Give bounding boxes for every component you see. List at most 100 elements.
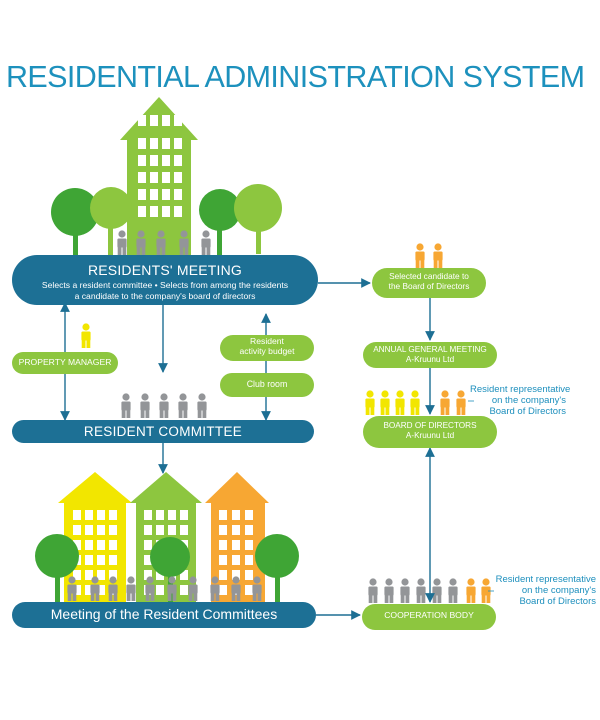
person-icon: [117, 230, 127, 255]
window: [85, 570, 93, 580]
window: [232, 525, 240, 535]
person-icon: [400, 578, 410, 603]
window: [219, 540, 227, 550]
window: [138, 155, 146, 166]
window: [85, 510, 93, 520]
board-of-directors-label-2: A-Kruunu Ltd: [405, 431, 455, 440]
person-icon: [365, 390, 375, 415]
property-manager-box: [12, 352, 118, 374]
resident-committee-box: [12, 420, 314, 443]
annual-general-meeting-box: [363, 342, 497, 368]
window: [144, 525, 152, 535]
window: [180, 510, 188, 520]
coop-note-line-2: on the company's: [521, 584, 596, 596]
coop-note-line-3: Board of Directors: [519, 595, 596, 607]
window: [162, 115, 170, 126]
resident-activity-budget-label-2: activity budget: [239, 346, 295, 356]
window: [168, 510, 176, 520]
window: [245, 510, 253, 520]
cooperation-body-box: [362, 604, 496, 630]
window: [138, 138, 146, 149]
annual-general-meeting-label-2: A-Kruunu Ltd: [405, 355, 455, 364]
window: [174, 206, 182, 217]
board-of-directors-label-1: BOARD OF DIRECTORS: [383, 421, 477, 430]
window: [219, 555, 227, 565]
person-icon: [380, 390, 390, 415]
window: [85, 540, 93, 550]
window: [162, 155, 170, 166]
board-note-line-2: on the company's: [491, 394, 566, 406]
window: [156, 570, 164, 580]
window: [97, 555, 105, 565]
window: [73, 510, 81, 520]
window: [232, 540, 240, 550]
window: [109, 540, 117, 550]
window: [156, 510, 164, 520]
person-icon: [197, 393, 207, 418]
window: [174, 189, 182, 200]
person-icon: [415, 243, 425, 268]
window: [180, 525, 188, 535]
residents-meeting-line2: a candidate to the company's board of di…: [74, 291, 256, 301]
window: [245, 540, 253, 550]
coop-note-line-1: Resident representative: [495, 574, 596, 585]
window: [162, 172, 170, 183]
board-note-line-3: Board of Directors: [489, 405, 566, 417]
window: [97, 510, 105, 520]
window: [150, 155, 158, 166]
board-note-line-1: Resident representative: [470, 384, 571, 395]
person-icon: [81, 323, 91, 348]
window: [150, 138, 158, 149]
window: [109, 510, 117, 520]
residents-meeting-title: RESIDENTS' MEETING: [87, 262, 243, 278]
person-icon: [159, 393, 169, 418]
resident-activity-budget-box: [220, 335, 314, 361]
window: [219, 525, 227, 535]
tree-icon: [51, 184, 282, 255]
window: [73, 525, 81, 535]
window: [162, 206, 170, 217]
person-icon-manager: [81, 323, 91, 348]
window: [219, 570, 227, 580]
annual-general-meeting-label-1: ANNUAL GENERAL MEETING: [373, 345, 487, 354]
person-icon: [126, 576, 136, 601]
person-icon: [466, 578, 476, 603]
person-icon: [448, 578, 458, 603]
meeting-of-committees-box: [12, 602, 316, 628]
board-of-directors-box: [363, 416, 497, 448]
person-icon: [456, 390, 466, 415]
window: [156, 585, 164, 595]
window: [162, 138, 170, 149]
person-icon: [140, 393, 150, 418]
selected-candidate-label-2: the Board of Directors: [388, 281, 470, 291]
person-icon: [384, 578, 394, 603]
window: [150, 172, 158, 183]
window: [73, 540, 81, 550]
person-icon: [440, 390, 450, 415]
window: [245, 525, 253, 535]
person-icon: [178, 393, 188, 418]
window: [174, 115, 182, 126]
window: [245, 585, 253, 595]
person-icon-group-board: [365, 390, 466, 415]
meeting-of-committees-label: Meeting of the Resident Committees: [50, 606, 278, 622]
note-leaders: [468, 400, 494, 592]
person-icon: [432, 578, 442, 603]
window: [85, 585, 93, 595]
window: [109, 555, 117, 565]
window: [144, 510, 152, 520]
window: [162, 189, 170, 200]
window: [174, 138, 182, 149]
window: [109, 570, 117, 580]
window: [138, 115, 146, 126]
window: [138, 206, 146, 217]
person-icon: [433, 243, 443, 268]
window: [97, 585, 105, 595]
window: [85, 525, 93, 535]
board-representative-note: Resident representative on the company's…: [470, 384, 571, 418]
window: [232, 555, 240, 565]
window: [219, 510, 227, 520]
window: [138, 189, 146, 200]
window: [144, 540, 152, 550]
